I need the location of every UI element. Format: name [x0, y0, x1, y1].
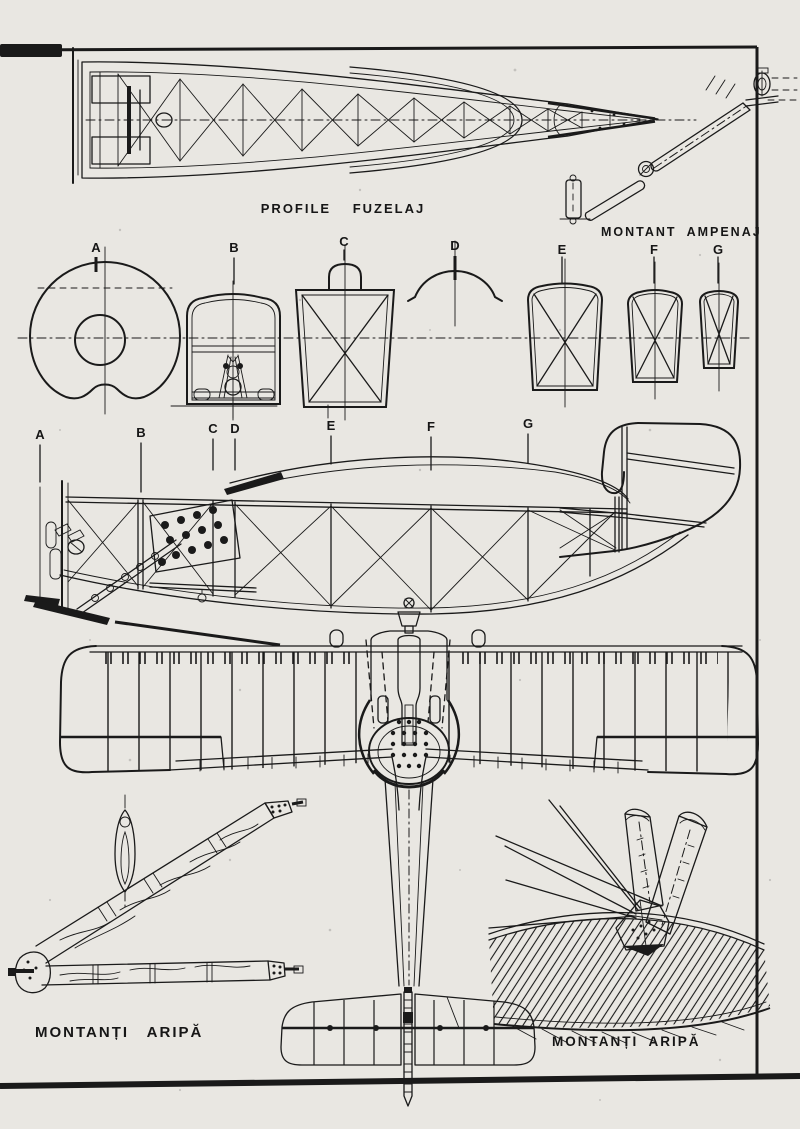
caption-montanti-aripa-right: MONTANȚI ARIPĂ — [552, 1034, 701, 1049]
rudder-outline — [559, 422, 742, 558]
section-letter: E — [327, 418, 336, 433]
section-letter: A — [35, 427, 45, 442]
caption-montanti-aripa-left: MONTANȚI ARIPĂ — [35, 1024, 203, 1041]
cowl-louvre-dots — [390, 719, 429, 769]
cross-section-d — [407, 240, 503, 327]
cross-section-e — [526, 258, 604, 408]
section-letter: G — [713, 242, 723, 257]
section-letter: A — [91, 240, 101, 255]
section-letter: F — [650, 242, 658, 257]
section-letter: B — [136, 425, 145, 440]
fuselage-top-view — [72, 47, 697, 184]
section-letter: C — [208, 421, 218, 436]
strut-attachment-detail-right — [488, 799, 771, 1044]
engine-cowl-top — [358, 597, 460, 789]
section-letter: C — [339, 234, 349, 249]
aircraft-top-view — [58, 597, 760, 987]
section-letter: G — [523, 416, 533, 431]
tail-skid — [403, 987, 413, 1107]
cross-section-b — [186, 280, 281, 421]
section-letter: F — [427, 419, 435, 434]
section-letter: B — [229, 240, 238, 255]
cross-section-g — [698, 262, 740, 392]
wing-struts-detail-left — [8, 794, 307, 994]
page-frame — [0, 44, 800, 1089]
firewall-rivet-dots — [158, 506, 228, 566]
wing-surface-hatching — [489, 918, 770, 1028]
section-letter: D — [230, 421, 239, 436]
strut-airfoil-section — [114, 794, 136, 908]
tailplane-ribs-left — [300, 1000, 401, 1065]
cross-section-a — [28, 246, 182, 415]
right-wing-ribs — [438, 652, 730, 772]
caption-montant-ampenaj: MONTANT AMPENAJ — [601, 225, 762, 239]
cross-section-c — [294, 245, 396, 421]
fuselage-cross-sections — [17, 240, 753, 421]
caption-profile-fuzelaj: PROFILE FUZELAJ — [261, 201, 425, 216]
left-wing-ribs — [88, 652, 380, 772]
tail-strut-detail — [559, 67, 798, 225]
section-letters-side-row: A B C D E F G — [35, 397, 533, 493]
cross-section-f — [626, 261, 684, 400]
fuselage-side-view — [24, 422, 742, 647]
section-letter: E — [558, 242, 567, 257]
